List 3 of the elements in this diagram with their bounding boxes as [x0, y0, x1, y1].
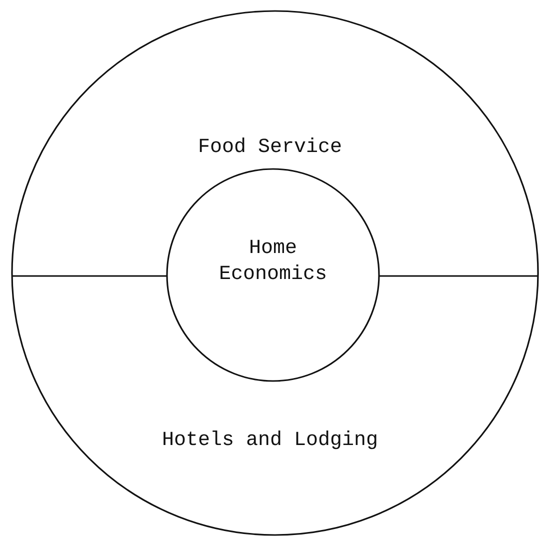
- region-label: Home Economics: [218, 236, 328, 288]
- region-label: Food Service: [196, 135, 344, 161]
- region-label: Hotels and Lodging: [160, 428, 380, 454]
